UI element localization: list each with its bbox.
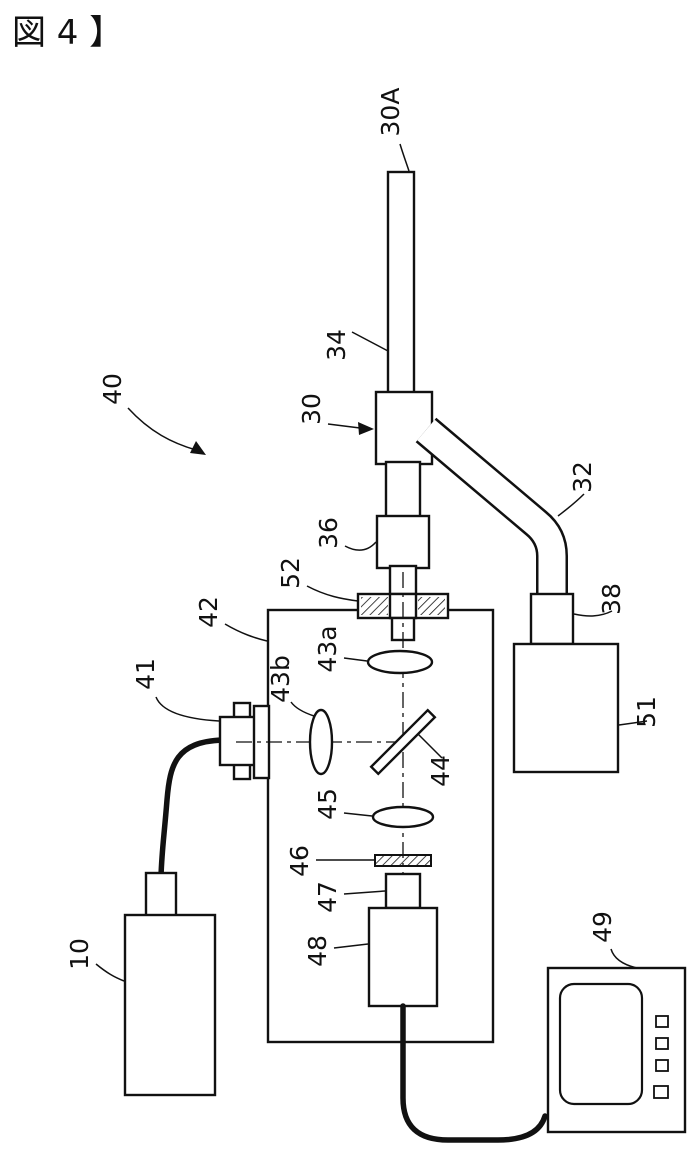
camera-signal-cable	[400, 1003, 548, 1143]
label-46: 46	[285, 845, 314, 877]
connector-36	[375, 514, 431, 570]
endoscope-assembly	[374, 170, 568, 598]
label-52: 52	[276, 557, 305, 589]
leader-43a	[343, 657, 368, 662]
light-source-unit	[123, 871, 217, 1097]
lens-43a	[366, 649, 434, 675]
mount-hatch-right	[418, 597, 445, 615]
optics	[308, 649, 439, 1008]
leader-42	[224, 623, 268, 642]
lens-43b	[308, 708, 334, 776]
label-30: 30	[297, 393, 326, 425]
leader-38	[573, 610, 613, 617]
leader-41	[155, 696, 220, 722]
label-45: 45	[313, 788, 342, 820]
branch-instruments	[512, 592, 620, 774]
label-10: 10	[65, 938, 94, 970]
label-41: 41	[131, 658, 160, 690]
reference-labels: 30A 34 40 30 32 36 52 42 43a 43b 41 44 4…	[65, 88, 661, 982]
leader-30	[327, 423, 361, 429]
leader-34	[351, 331, 389, 352]
leader-47	[343, 890, 386, 895]
leader-51	[618, 720, 648, 726]
figure-title: 図 4 】	[12, 13, 123, 53]
label-51: 51	[632, 696, 661, 728]
label-43a: 43a	[313, 625, 342, 672]
leader-10	[95, 963, 125, 982]
label-48: 48	[303, 935, 332, 967]
junction-body-30	[374, 390, 434, 466]
filter-46	[374, 854, 432, 867]
label-44: 44	[426, 755, 455, 787]
leader-36	[344, 541, 377, 551]
leader-44	[417, 733, 443, 759]
label-42: 42	[194, 596, 223, 628]
light-guide	[158, 701, 271, 879]
label-36: 36	[314, 517, 343, 549]
connector-38	[529, 592, 575, 646]
leader-40	[127, 407, 197, 451]
monitor-button-1	[655, 1015, 669, 1028]
monitor-button-4	[653, 1085, 669, 1099]
label-49: 49	[588, 911, 617, 943]
label-43b: 43b	[266, 655, 295, 703]
mount-hatch-left	[361, 597, 388, 615]
leader-30A	[399, 143, 410, 172]
monitor-button-3	[655, 1059, 669, 1072]
light-guide-cable-41	[158, 737, 225, 879]
label-47: 47	[313, 881, 342, 913]
arrowhead-40	[190, 441, 206, 455]
leader-32	[557, 493, 585, 517]
leader-45	[343, 812, 373, 817]
light-source-10	[123, 913, 217, 1097]
camera-48	[367, 906, 439, 1008]
monitor-screen	[558, 982, 644, 1106]
monitor-button-2	[655, 1037, 669, 1050]
insertion-tube-34	[386, 170, 416, 396]
label-30A: 30A	[376, 88, 405, 137]
label-34: 34	[322, 329, 351, 361]
leader-43b	[290, 701, 315, 717]
camera-mount-47	[384, 872, 422, 910]
label-32: 32	[568, 461, 597, 493]
beam-splitter-44	[369, 708, 437, 776]
leader-48	[333, 943, 369, 949]
leader-49	[610, 948, 638, 969]
cable-connector-top	[144, 871, 178, 919]
tube-below-junction	[384, 460, 422, 520]
leader-52	[306, 585, 359, 602]
arrowhead-30	[358, 422, 374, 435]
branch-tube-32-bore	[417, 419, 566, 598]
lens-45	[371, 805, 435, 829]
label-40: 40	[98, 373, 127, 405]
unit-51	[512, 642, 620, 774]
label-38: 38	[597, 583, 626, 615]
monitor-49	[546, 966, 687, 1134]
